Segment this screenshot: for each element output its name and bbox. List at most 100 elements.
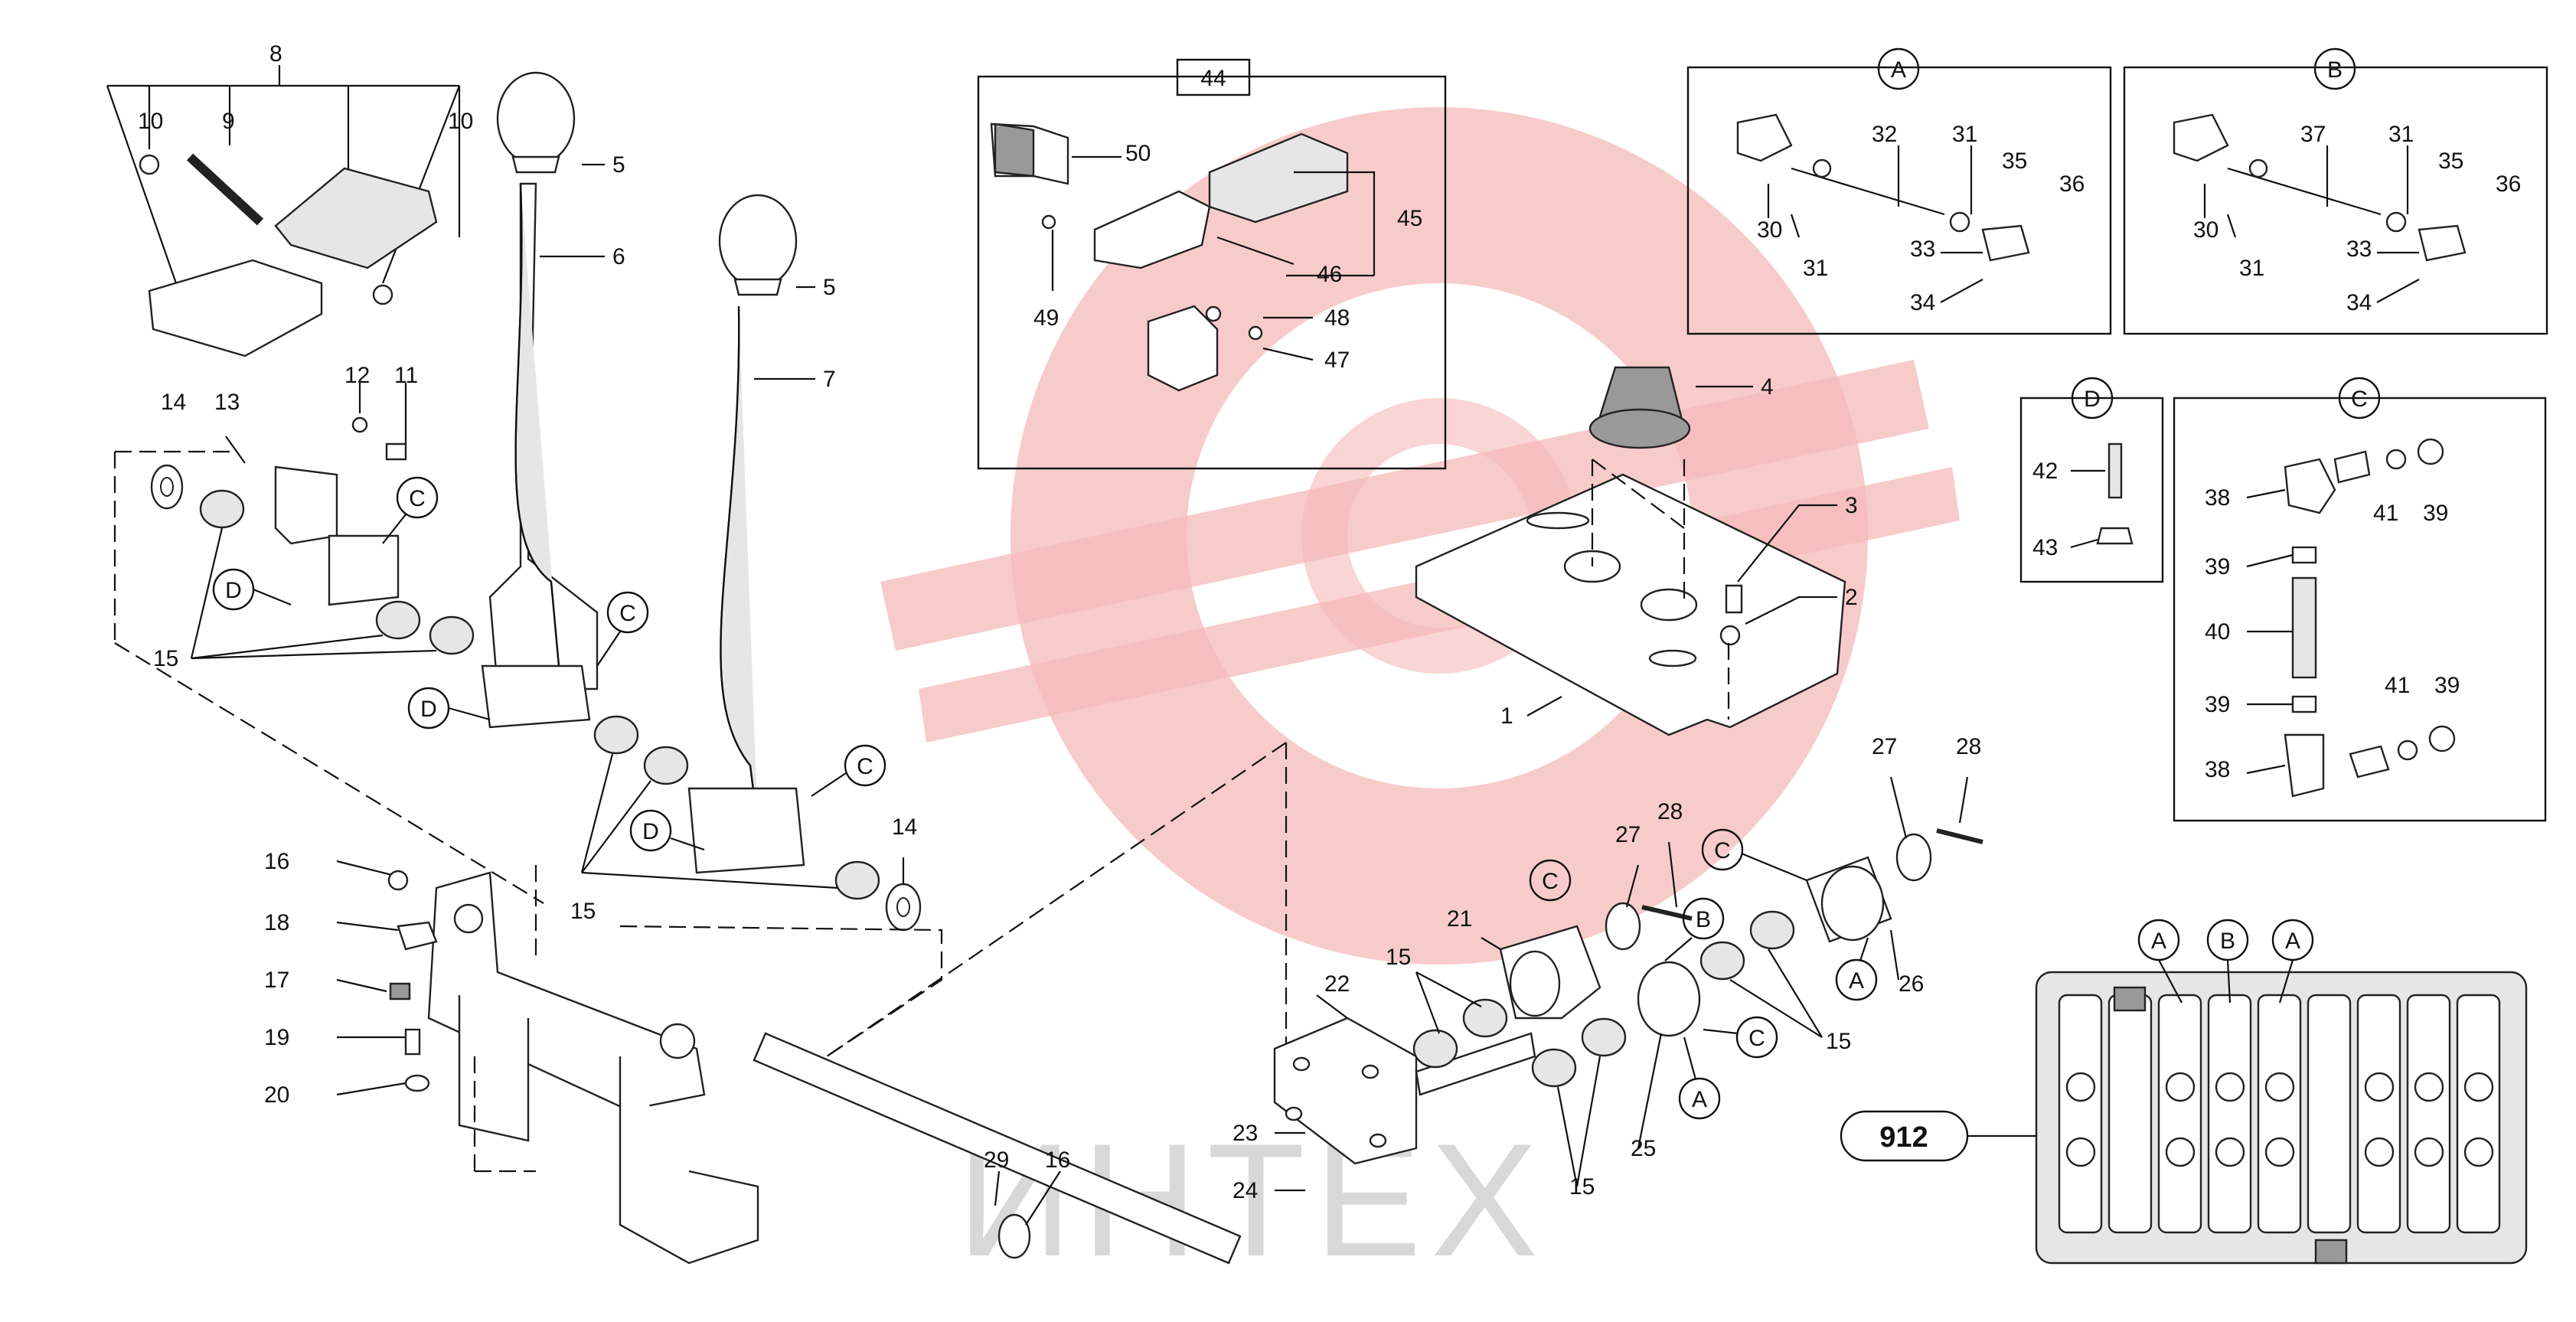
callout-b37: 37 <box>2300 122 2326 147</box>
linkage-assembly: 22 23 24 21 15 27 28 25 15 15 27 28 26 C… <box>1232 734 1983 1203</box>
shaft-29 <box>753 1032 1242 1265</box>
callout-a31b: 31 <box>1803 256 1828 281</box>
detail-ref-c-4-letter: C <box>1542 869 1559 894</box>
callout-3: 3 <box>1845 493 1858 518</box>
callout-13: 13 <box>214 390 240 415</box>
callout-49: 49 <box>1033 305 1059 331</box>
detail-a-box: A 30 31 32 31 33 34 35 36 <box>1686 47 2112 335</box>
kit-44-frame: 44 50 45 46 48 47 49 <box>977 58 1447 470</box>
callout-d42: 42 <box>2032 459 2058 484</box>
callout-b30: 30 <box>2193 217 2218 243</box>
callout-c39a: 39 <box>2423 501 2448 526</box>
callout-b33: 33 <box>2346 237 2372 262</box>
callout-c39d: 39 <box>2434 673 2460 698</box>
callout-14a: 14 <box>161 390 186 415</box>
detail-ref-c-1 <box>396 476 439 519</box>
callout-b36: 36 <box>2496 171 2521 197</box>
callout-2: 2 <box>1845 585 1858 610</box>
base-bracket: 16 18 17 19 20 29 16 <box>264 742 1288 1265</box>
callout-10a: 10 <box>138 109 163 134</box>
badge-912-label: 912 <box>1879 1121 1928 1154</box>
callout-c38b: 38 <box>2205 757 2230 782</box>
mount-plate: 4 3 2 1 <box>1415 366 1858 736</box>
callout-a35: 35 <box>2002 149 2027 174</box>
callout-17: 17 <box>264 968 289 993</box>
callout-a34: 34 <box>1910 290 1935 315</box>
callout-24: 24 <box>1232 1178 1258 1203</box>
callout-16a: 16 <box>264 849 289 874</box>
callout-15a: 15 <box>153 646 178 671</box>
callout-a30: 30 <box>1757 217 1782 243</box>
detail-d-box: D 42 43 <box>2019 377 2164 583</box>
detail-c-box: C 38 41 39 39 40 39 41 39 38 <box>2173 377 2547 822</box>
callout-b31a: 31 <box>2388 122 2414 147</box>
control-valve-912: A B A 912 <box>1840 919 2528 1265</box>
detail-ref-c-6-letter: C <box>1714 838 1731 863</box>
detail-ref-a-1-letter: A <box>1692 1087 1707 1112</box>
callout-16b: 16 <box>1045 1147 1070 1173</box>
callout-26: 26 <box>1899 971 1924 997</box>
callout-c41a: 41 <box>2373 501 2398 526</box>
pedal-top-part <box>274 167 438 269</box>
detail-ref-d-3-letter: D <box>642 819 659 844</box>
callout-15e: 15 <box>1826 1029 1851 1054</box>
callout-c39b: 39 <box>2205 554 2230 579</box>
callout-b31b: 31 <box>2239 256 2264 281</box>
levers: 5 6 5 7 C D C D 15 14 <box>407 71 922 932</box>
callout-c38a: 38 <box>2205 485 2230 511</box>
callout-c40: 40 <box>2205 619 2230 645</box>
pedal-bottom-part <box>148 259 323 357</box>
callout-28b: 28 <box>1956 734 1981 759</box>
pedal-bracket-13 <box>274 465 338 545</box>
callout-19: 19 <box>264 1025 289 1050</box>
callout-b35: 35 <box>2438 149 2463 174</box>
detail-ref-b-1-letter: B <box>1696 907 1711 932</box>
callout-11: 11 <box>394 363 418 388</box>
callout-14b: 14 <box>892 814 917 840</box>
kit-44-label: 44 <box>1200 66 1226 91</box>
watermark-text: ИНТЕХ <box>957 1110 1547 1290</box>
callout-20: 20 <box>264 1082 289 1108</box>
callout-c39c: 39 <box>2205 692 2230 717</box>
detail-b-letter: B <box>2327 57 2343 83</box>
callout-5a: 5 <box>612 152 625 178</box>
callout-5b: 5 <box>823 275 836 300</box>
callout-46: 46 <box>1317 262 1342 287</box>
detail-d-letter: D <box>2084 387 2101 412</box>
detail-ref-c-1-letter: C <box>409 486 426 511</box>
callout-47: 47 <box>1324 348 1350 373</box>
plate-1 <box>1415 473 1846 736</box>
callout-d43: 43 <box>2032 535 2058 560</box>
valve-ref-a-2-letter: A <box>2285 929 2300 954</box>
callout-50: 50 <box>1125 141 1151 166</box>
knob-5b <box>718 194 798 289</box>
callout-27a: 27 <box>1615 822 1641 847</box>
detail-c-letter: C <box>2351 387 2368 412</box>
valve-ref-b-letter: B <box>2220 929 2235 954</box>
callout-21: 21 <box>1447 906 1472 932</box>
callout-22: 22 <box>1324 971 1350 997</box>
callout-23: 23 <box>1232 1121 1258 1146</box>
callout-a32: 32 <box>1872 122 1897 147</box>
detail-ref-a-2-letter: A <box>1849 968 1864 994</box>
valve-ref-a-1-letter: A <box>2151 929 2166 954</box>
detail-ref-c-2-letter: C <box>619 601 636 626</box>
detail-a-letter: A <box>1891 57 1906 83</box>
callout-28a: 28 <box>1657 799 1683 824</box>
callout-c41b: 41 <box>2385 673 2410 698</box>
callout-27b: 27 <box>1872 734 1897 759</box>
callout-a36: 36 <box>2059 171 2085 197</box>
callout-9: 9 <box>222 109 235 134</box>
callout-15c: 15 <box>1386 945 1411 970</box>
watermark-logo: ИНТЕХ <box>880 107 1960 1290</box>
callout-a31a: 31 <box>1952 122 1977 147</box>
callout-b34: 34 <box>2346 290 2372 315</box>
lever-25 <box>1637 961 1701 1037</box>
callout-25: 25 <box>1631 1136 1656 1161</box>
detail-ref-c-3-letter: C <box>857 754 873 779</box>
callout-12: 12 <box>344 363 370 388</box>
callout-15b: 15 <box>570 899 596 924</box>
callout-18: 18 <box>264 910 289 935</box>
pedal-part <box>1093 190 1211 269</box>
